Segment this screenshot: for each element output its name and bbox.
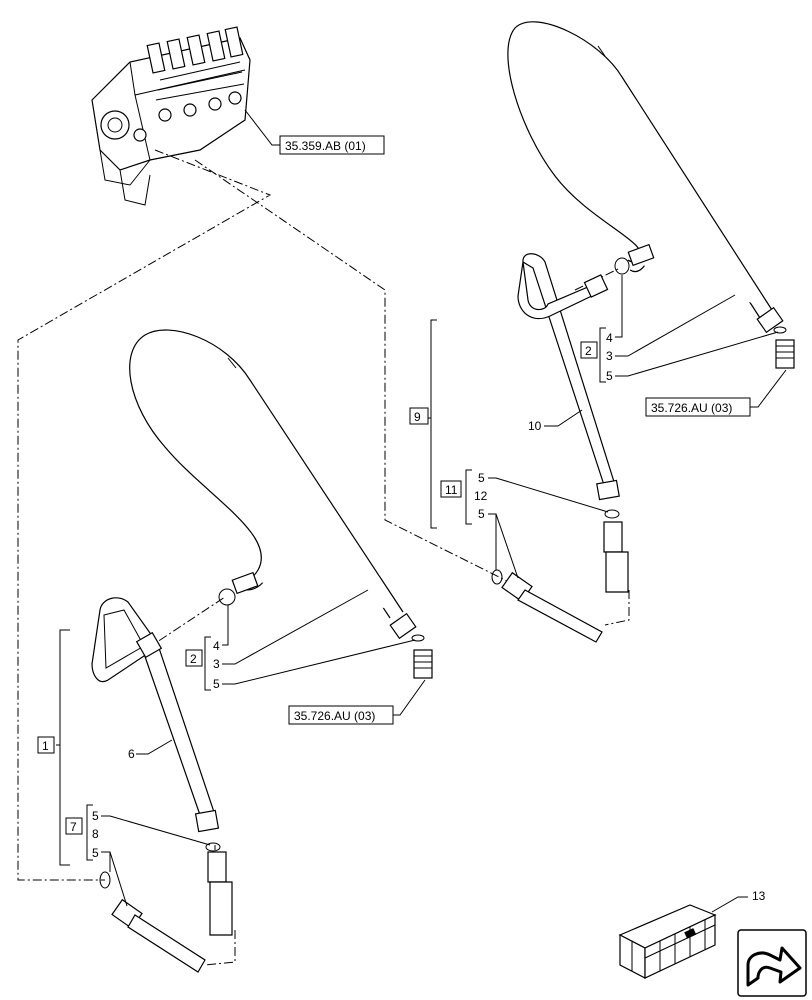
fitting-upper: [775, 339, 795, 369]
leader-5b-kit7-b: [109, 851, 128, 907]
leader-5b-kit11: [488, 513, 497, 570]
callout-13: 13: [752, 889, 766, 903]
leader-5b-kit7: [101, 851, 111, 872]
o-ring-4-upper: [614, 257, 630, 275]
leader-5a-kit7: [101, 815, 211, 846]
callout-3-upper: 3: [606, 349, 613, 363]
leader-4-lower: [222, 605, 229, 646]
leader-10: [544, 409, 583, 427]
callout-4-upper: 4: [606, 331, 613, 345]
kit-box-1[interactable]: [37, 736, 55, 754]
callout-5a-kit11: 5: [478, 471, 485, 485]
seal-5-lower: [205, 842, 221, 852]
leader-valve-bank: [244, 109, 280, 146]
callout-5-lower: 5: [213, 677, 220, 691]
kit-box-7[interactable]: [65, 817, 83, 835]
kit-1-label: 1: [42, 739, 49, 753]
kit-11-label: 11: [445, 483, 458, 497]
leader-5-lower: [222, 639, 416, 685]
ref-fitting-upper: 35.726.AU (03): [651, 401, 732, 415]
next-page-arrow-icon[interactable]: [737, 929, 807, 997]
leader-6: [136, 739, 173, 755]
callout-5b-kit11: 5: [478, 507, 485, 521]
hose-assembly-lower: [91, 329, 417, 973]
kit-7-label: 7: [70, 820, 77, 834]
kit-bracket-7: [86, 804, 93, 861]
leader-5a-kit11: [488, 477, 609, 513]
callout-5a-kit7: 5: [92, 809, 99, 823]
ref-fitting-lower: 35.726.AU (03): [294, 709, 375, 723]
kit-box-11[interactable]: [440, 480, 462, 498]
crate-illustration: [618, 904, 717, 979]
o-ring-5-lower: [99, 871, 111, 889]
callout-8: 8: [92, 827, 99, 841]
o-ring-5-upper: [491, 569, 503, 585]
kit-bracket-11: [465, 469, 472, 525]
leader-4-upper: [615, 275, 623, 338]
leader-fitting-upper: [750, 369, 787, 408]
kit-2-upper-label: 2: [585, 344, 592, 358]
callout-5b-kit7: 5: [92, 846, 99, 860]
callout-10: 10: [528, 419, 542, 433]
callout-5-upper: 5: [606, 369, 613, 383]
callout-4-lower: 4: [213, 639, 220, 653]
kit-2-lower-label: 2: [190, 652, 197, 666]
hose-assembly-upper: [501, 21, 784, 643]
leader-3-lower: [222, 589, 369, 665]
seal-5-upper-b: [773, 326, 787, 334]
seal-5-lower-b: [411, 634, 425, 642]
kit-bracket-1: [56, 629, 70, 866]
valve-bank-illustration: [91, 26, 251, 206]
ref-valve-bank: 35.359.AB (01): [285, 139, 366, 153]
kit-bracket-2-lower: [204, 636, 211, 691]
ref-box-valve-bank[interactable]: [279, 135, 385, 155]
leader-13: [711, 896, 748, 913]
leader-fitting-lower: [393, 679, 426, 716]
o-ring-4-lower: [218, 588, 236, 606]
leader-3-upper: [615, 294, 736, 357]
callout-12: 12: [474, 489, 488, 503]
callout-3-lower: 3: [213, 657, 220, 671]
kit-9-label: 9: [414, 410, 421, 424]
kit-bracket-2-upper: [599, 327, 606, 383]
routing-lines: [17, 149, 630, 966]
kit-box-9[interactable]: [409, 407, 429, 425]
seal-5-upper: [604, 509, 620, 519]
kit-box-2-upper[interactable]: [580, 341, 598, 359]
callout-6: 6: [128, 747, 135, 761]
kit-box-2-lower[interactable]: [185, 649, 203, 667]
leader-5-upper: [615, 331, 779, 377]
leader-5b-kit11-b: [495, 513, 519, 579]
fitting-lower: [413, 649, 433, 679]
